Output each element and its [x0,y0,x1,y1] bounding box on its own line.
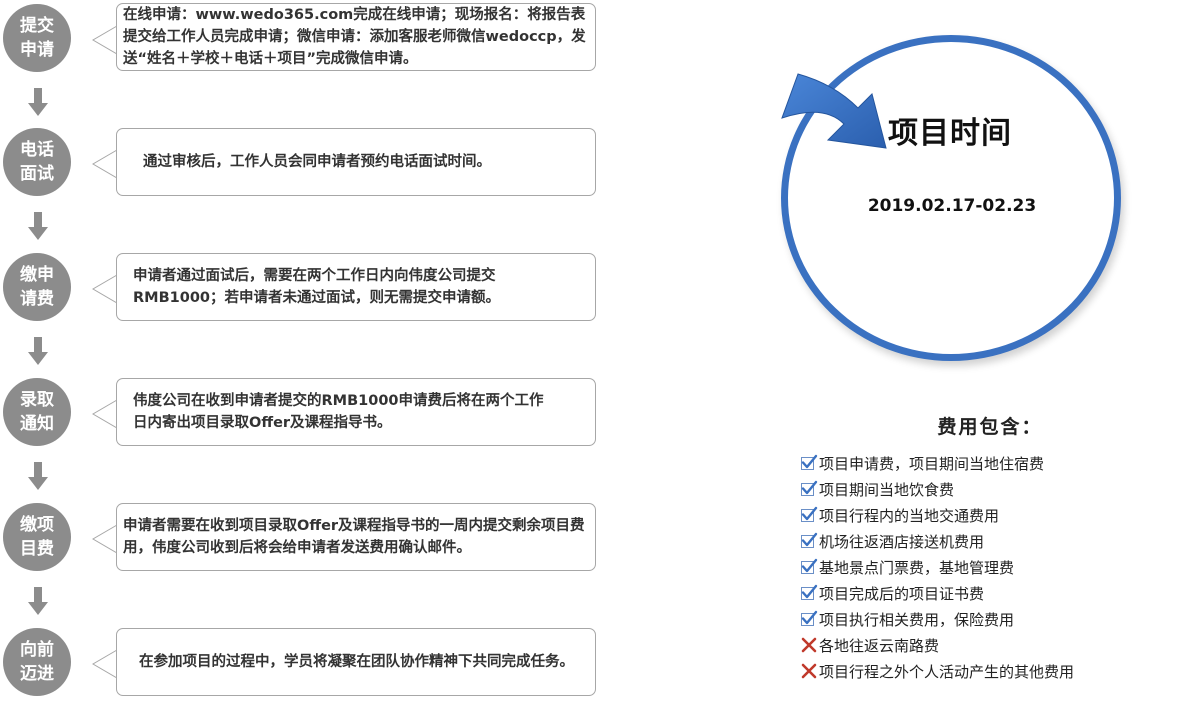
down-arrow-icon [28,337,48,365]
down-arrow-icon [28,462,48,490]
down-arrow-icon [28,212,48,240]
checkmark-icon [801,558,818,574]
step-3-label-line2: 请费 [20,289,54,309]
fee-item-label: 项目期间当地饮食费 [819,480,955,499]
step-2-label-line1: 电话 [20,140,54,160]
step-2-description-text: 通过审核后，工作人员会同申请者预约电话面试时间。 [143,154,491,170]
cross-icon [801,663,817,679]
step-1-label-line2: 申请 [20,40,54,60]
step-5-description-text: 申请者需要在收到项目录取Offer及课程指导书的一周内提交剩余项目费用，伟度公司… [123,518,585,556]
bubble-pointer [92,149,118,179]
step-3-circle: 缴申请费 [3,253,71,321]
fee-item-label: 项目申请费，项目期间当地住宿费 [819,454,1045,473]
fee-item-label: 各地往返云南路费 [819,636,940,655]
fee-item-label: 项目执行相关费用，保险费用 [819,610,1015,629]
fee-item: 各地往返云南路费 [800,632,1074,658]
step-1-description: 在线申请：www.wedo365.com完成在线申请；现场报名：将报告表提交给工… [116,3,596,71]
project-time-date: 2019.02.17-02.23 [867,196,1037,216]
step-1-label-line1: 提交 [20,16,54,36]
step-3-label-line1: 缴申 [20,265,54,285]
curved-arrow-icon [781,73,887,149]
step-1-description-text: 在线申请：www.wedo365.com完成在线申请；现场报名：将报告表提交给工… [123,7,586,67]
down-arrow-icon [28,88,48,116]
fees-list: 项目申请费，项目期间当地住宿费 项目期间当地饮食费 项目行程内的当地交通费用 机… [800,450,1074,684]
step-3-description-text: 申请者通过面试后，需要在两个工作日内向伟度公司提交RMB1000；若申请者未通过… [133,268,501,306]
bubble-pointer [92,649,118,679]
step-6-circle: 向前迈进 [3,628,71,696]
step-4-label-line1: 录取 [20,390,54,410]
checkmark-icon [801,480,818,496]
fee-item: 项目期间当地饮食费 [800,476,1074,502]
fee-item: 项目执行相关费用，保险费用 [800,606,1074,632]
checkmark-icon [801,532,818,548]
fee-item-label: 机场往返酒店接送机费用 [819,532,985,551]
step-4-circle: 录取通知 [3,378,71,446]
bubble-pointer [92,25,118,55]
step-1-circle: 提交申请 [3,4,71,72]
step-4-description: 伟度公司在收到申请者提交的RMB1000申请费后将在两个工作日内寄出项目录取Of… [116,378,596,446]
step-6-description-text: 在参加项目的过程中，学员将凝聚在团队协作精神下共同完成任务。 [139,654,574,670]
step-5-description: 申请者需要在收到项目录取Offer及课程指导书的一周内提交剩余项目费用，伟度公司… [116,503,596,571]
fee-item: 机场往返酒店接送机费用 [800,528,1074,554]
fee-item: 项目行程内的当地交通费用 [800,502,1074,528]
bubble-pointer [92,399,118,429]
step-5-label-line1: 缴项 [20,515,54,535]
fee-item: 基地景点门票费，基地管理费 [800,554,1074,580]
step-5-circle: 缴项目费 [3,503,71,571]
fee-item: 项目申请费，项目期间当地住宿费 [800,450,1074,476]
checkmark-icon [801,584,818,600]
step-2-label-line2: 面试 [20,164,54,184]
step-2-description: 通过审核后，工作人员会同申请者预约电话面试时间。 [116,128,596,196]
step-6-label-line2: 迈进 [20,664,54,684]
step-5-label-line2: 目费 [20,539,54,559]
fee-item: 项目行程之外个人活动产生的其他费用 [800,658,1074,684]
down-arrow-icon [28,587,48,615]
project-time-ring [781,35,1121,361]
step-4-description-text: 伟度公司在收到申请者提交的RMB1000申请费后将在两个工作日内寄出项目录取Of… [133,393,544,431]
step-6-description: 在参加项目的过程中，学员将凝聚在团队协作精神下共同完成任务。 [116,628,596,696]
fee-item-label: 项目行程内的当地交通费用 [819,506,1000,525]
step-3-description: 申请者通过面试后，需要在两个工作日内向伟度公司提交RMB1000；若申请者未通过… [116,253,596,321]
step-6-label-line1: 向前 [20,640,54,660]
fee-item-label: 项目行程之外个人活动产生的其他费用 [819,662,1075,681]
checkmark-icon [801,454,818,470]
fee-item-label: 项目完成后的项目证书费 [819,584,985,603]
step-2-circle: 电话面试 [3,128,71,196]
fees-title: 费用包含： [937,416,1043,438]
project-time-title: 项目时间 [888,116,1012,151]
step-4-label-line2: 通知 [20,414,54,434]
fee-item-label: 基地景点门票费，基地管理费 [819,558,1015,577]
fee-item: 项目完成后的项目证书费 [800,580,1074,606]
bubble-pointer [92,274,118,304]
bubble-pointer [92,524,118,554]
checkmark-icon [801,610,818,626]
checkmark-icon [801,506,818,522]
cross-icon [801,637,817,653]
